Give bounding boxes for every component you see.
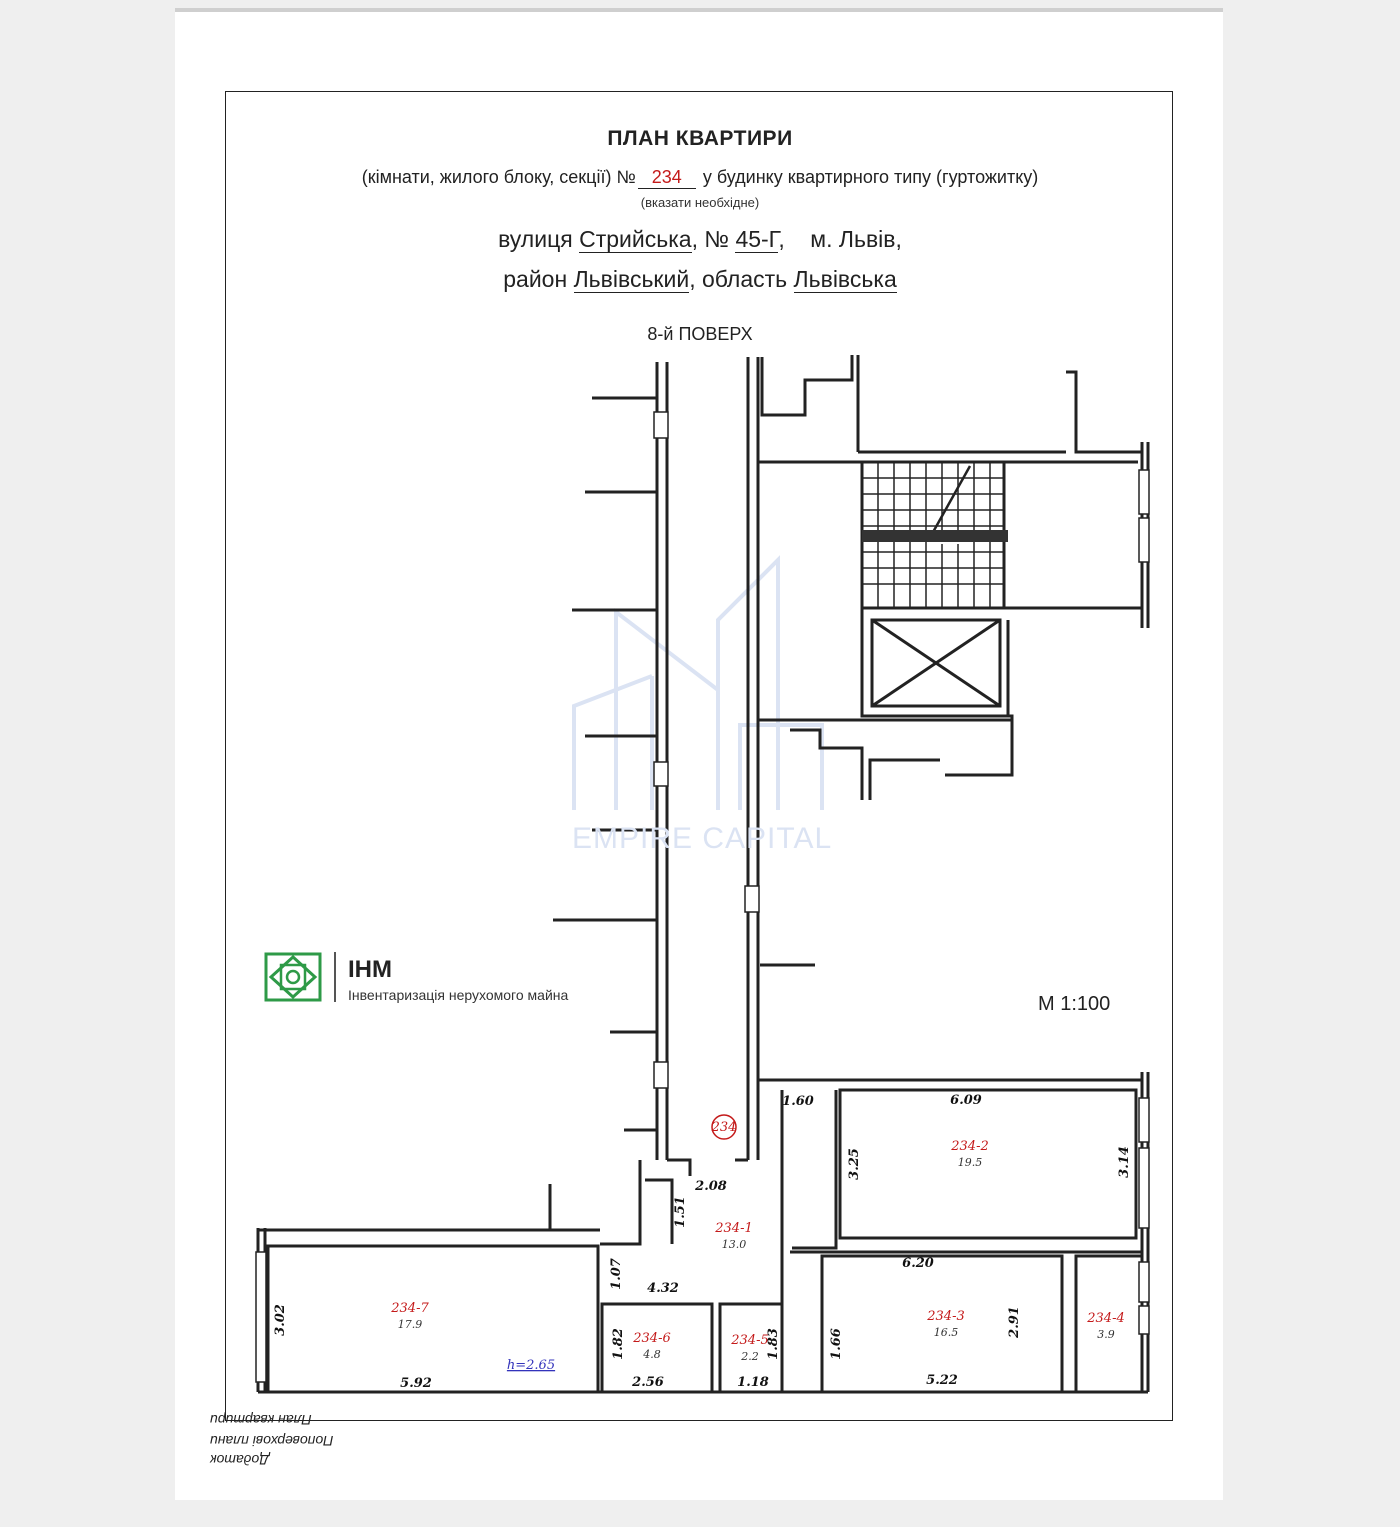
drawing-frame	[225, 91, 1173, 1421]
street-label: вулиця	[498, 226, 573, 252]
region-label: , область	[689, 266, 788, 292]
dimension-label: 4.32	[647, 1281, 679, 1296]
company-name: ІНМ	[348, 956, 392, 983]
dimension-label: 6.09	[950, 1093, 982, 1108]
windows	[255, 411, 1150, 1383]
dimension-label: 3.25	[847, 1148, 862, 1180]
floor-label: 8-й ПОВЕРХ	[647, 324, 753, 344]
street-name: Стрийська	[579, 226, 692, 253]
dimension-label: 1.66	[829, 1328, 844, 1360]
house-label: , №	[691, 226, 730, 252]
room-label-4: 234-4	[1086, 1311, 1124, 1326]
inm-logo-icon	[264, 952, 322, 1002]
apartment-line-prefix: (кімнати, жилого блоку, секції) №	[361, 167, 636, 187]
room-label-3: 234-3	[926, 1309, 964, 1324]
room-label-1: 234-1	[714, 1221, 752, 1236]
district-label: район	[503, 266, 568, 292]
apartment-line-suffix: у будинку квартирного типу (гуртожитку)	[702, 167, 1039, 187]
scale-label: М 1:100	[1038, 993, 1111, 1015]
stamp-line-2: Поповерхові плани	[210, 1433, 334, 1449]
dimension-label: 5.92	[400, 1376, 432, 1391]
room-label-7: 234-7	[390, 1301, 429, 1316]
dimension-label: 1.60	[782, 1094, 814, 1109]
address-line: вулиця Стрийська, № 45-Г, м. Львів,	[0, 226, 1400, 253]
specify-note: (вказати необхідне)	[640, 195, 760, 210]
ceiling-height-label: h=2.65	[507, 1358, 555, 1373]
room-area-6: 4.8	[642, 1348, 661, 1361]
dimension-label: 2.91	[1007, 1306, 1022, 1339]
stamp-line-3: План квартири	[210, 1412, 312, 1428]
page-title: ПЛАН КВАРТИРИ	[607, 127, 793, 150]
room-label-5: 234-5	[730, 1333, 768, 1348]
district-name: Львівський	[573, 266, 690, 293]
dimension-label: 1.51	[673, 1196, 688, 1228]
logo-divider	[334, 952, 336, 1002]
room-area-7: 17.9	[398, 1318, 423, 1331]
watermark-text: EMPIRE CAPITAL	[572, 822, 833, 855]
watermark-logo	[572, 555, 824, 810]
dimension-label: 1.07	[609, 1258, 624, 1290]
dimension-label: 2.08	[694, 1179, 727, 1194]
region-name: Львівська	[793, 266, 897, 293]
walls	[256, 355, 1150, 1394]
room-area-2: 19.5	[958, 1156, 983, 1169]
dimension-label: 3.02	[273, 1304, 288, 1336]
dimension-label: 1.18	[737, 1375, 769, 1390]
room-area-5: 2.2	[740, 1350, 759, 1363]
room-area-1: 13.0	[722, 1238, 747, 1251]
house-number: 45-Г	[735, 226, 779, 253]
room-label-6: 234-6	[632, 1331, 670, 1346]
room-area-4: 3.9	[1097, 1328, 1115, 1341]
dimension-label: 3.14	[1117, 1146, 1132, 1178]
apartment-tag: 234	[711, 1120, 737, 1135]
room-label-2: 234-2	[950, 1139, 988, 1154]
apartment-tag-circle	[711, 1114, 737, 1140]
sheet-top-edge	[175, 8, 1223, 14]
company-subtitle: Інвентаризація нерухомого майна	[348, 987, 569, 1003]
dimension-label: 1.82	[611, 1328, 626, 1360]
stamp-line-1: Додаток	[210, 1452, 270, 1468]
stair-landing-rail	[862, 530, 1008, 542]
dimension-label: 2.56	[631, 1375, 664, 1390]
dimension-label: 5.22	[926, 1373, 958, 1388]
region-line: район Львівський, область Львівська	[0, 266, 1400, 293]
city-name: , м. Львів,	[778, 226, 902, 252]
apartment-number: 234	[637, 167, 696, 189]
dimension-label: 1.83	[766, 1328, 781, 1360]
room-area-3: 16.5	[934, 1326, 959, 1339]
dimension-label: 6.20	[902, 1256, 934, 1271]
